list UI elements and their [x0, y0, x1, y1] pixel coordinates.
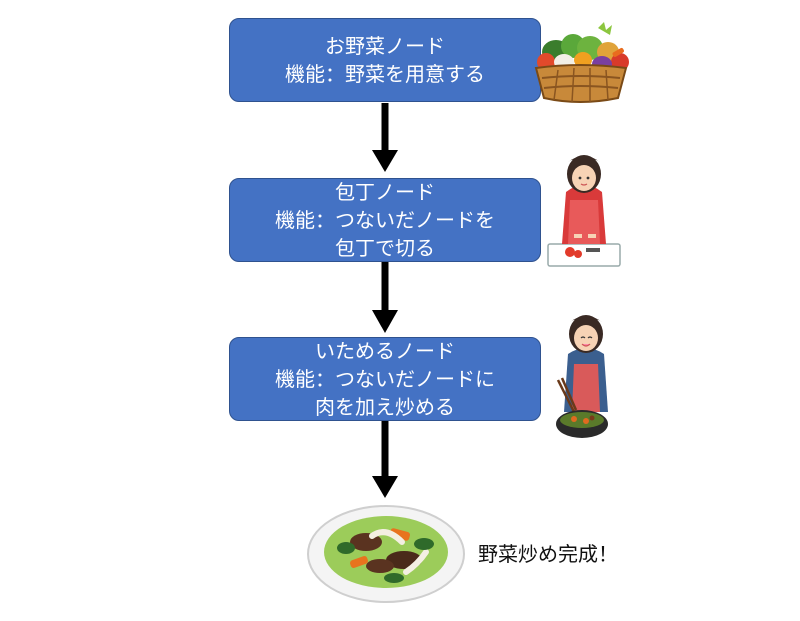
arrow-2 [372, 262, 398, 333]
vegetable-node: お野菜ノード 機能：野菜を用意する [229, 18, 541, 102]
stir-fry-node: いためるノード 機能：つないだノードに 肉を加え炒める [229, 337, 541, 421]
vegetable-node-function: 機能：野菜を用意する [285, 62, 485, 86]
woman-cutting-icon [547, 155, 621, 267]
stir-fry-node-function-line2: 肉を加え炒める [315, 395, 455, 419]
stir-fry-node-function-line1: 機能：つないだノードに [275, 367, 495, 391]
vegetable-basket-icon [534, 22, 629, 103]
knife-node-function-line2: 包丁で切る [335, 236, 435, 260]
knife-node-function-line1: 機能：つないだノードを [275, 208, 495, 232]
knife-node: 包丁ノード 機能：つないだノードを 包丁で切る [229, 178, 541, 262]
result-caption: 野菜炒め完成！ [478, 542, 618, 566]
woman-stir-frying-icon [556, 315, 608, 438]
stir-fry-plate-icon [307, 505, 465, 603]
vegetable-node-title: お野菜ノード [325, 34, 445, 58]
arrow-1 [372, 103, 398, 172]
knife-node-title: 包丁ノード [335, 180, 435, 204]
arrow-3 [372, 421, 398, 498]
stir-fry-node-title: いためるノード [315, 339, 455, 363]
